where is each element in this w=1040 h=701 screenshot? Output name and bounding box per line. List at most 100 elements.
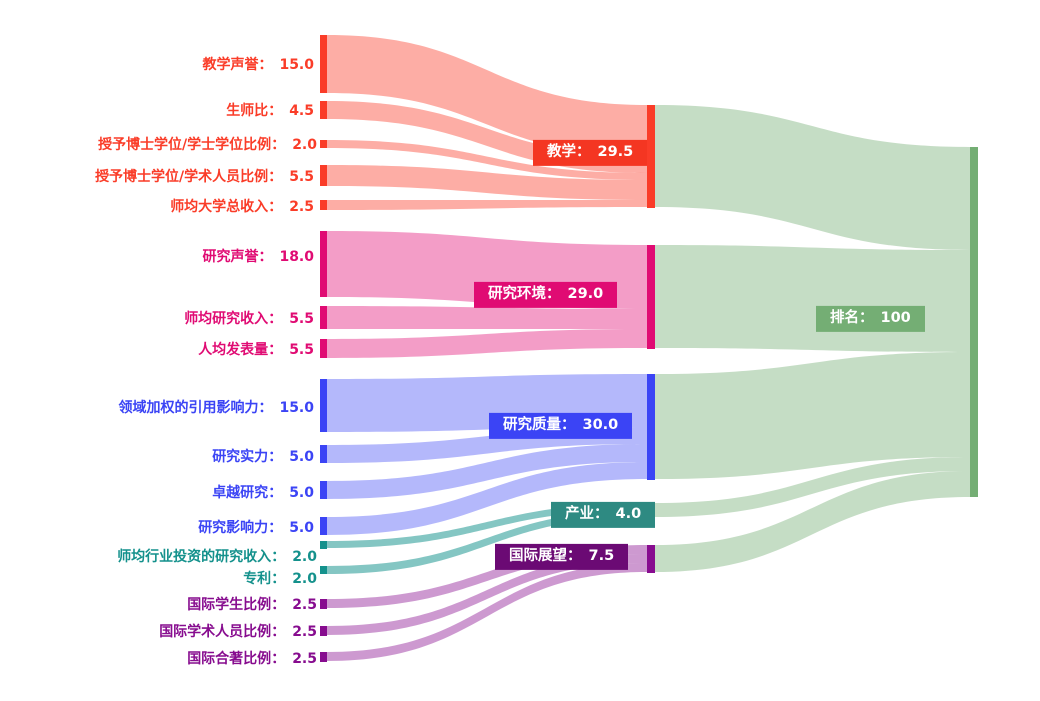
node-bar-patents[interactable] xyxy=(320,566,327,574)
label-value: 5.0 xyxy=(289,449,314,465)
node-bar-research-influence[interactable] xyxy=(320,517,327,535)
node-bar-teaching[interactable] xyxy=(647,105,655,208)
node-bar-research-reputation[interactable] xyxy=(320,231,327,297)
link-international-to-ranking xyxy=(655,471,970,572)
label-text: 国际学生比例 xyxy=(187,597,272,613)
link-industry-to-ranking xyxy=(655,457,970,517)
node-bar-student-staff-ratio[interactable] xyxy=(320,101,327,119)
link-institutional-income xyxy=(327,200,647,210)
link-teaching-to-ranking xyxy=(655,105,970,250)
link-research-income xyxy=(327,306,647,329)
label-separator: ： xyxy=(271,137,286,153)
label-text: 卓越研究 xyxy=(212,485,269,501)
label-node-international[interactable]: 国际展望： 7.5 xyxy=(495,543,629,571)
label-separator: ： xyxy=(567,547,582,564)
label-separator: ： xyxy=(268,311,283,327)
link-teaching-reputation xyxy=(327,35,647,156)
link-research-influence xyxy=(327,462,647,535)
label-node-research-env[interactable]: 研究环境：29.0 xyxy=(474,281,618,309)
label-text: 生师比 xyxy=(226,103,269,119)
node-bar-research-income[interactable] xyxy=(320,306,327,329)
label-value: 4.0 xyxy=(615,505,642,522)
link-industry-income xyxy=(327,503,647,548)
label-text: 研究影响力 xyxy=(198,520,269,536)
label-publications-per-staff: 人均发表量：5.5 xyxy=(198,339,314,359)
label-value: 2.5 xyxy=(289,199,314,215)
link-research-env-to-ranking xyxy=(655,245,970,352)
label-text: 研究实力 xyxy=(212,449,269,465)
label-research-reputation: 研究声誉： 18.0 xyxy=(202,246,314,266)
label-value: 15.0 xyxy=(279,400,314,416)
label-separator: ： xyxy=(546,285,561,302)
label-text: 国际学术人员比例 xyxy=(159,624,272,640)
label-text: 授予博士学位/学术人员比例 xyxy=(95,169,269,185)
label-teaching-reputation: 教学声誉： 15.0 xyxy=(202,54,314,74)
label-value: 5.5 xyxy=(289,342,314,358)
nodes-level-2 xyxy=(970,147,978,497)
label-text: 研究声誉 xyxy=(202,249,259,265)
node-bar-citation-impact[interactable] xyxy=(320,379,327,432)
label-text: 教学声誉 xyxy=(202,57,259,73)
node-bar-international-students[interactable] xyxy=(320,599,327,609)
label-value: 29.5 xyxy=(597,143,634,160)
label-text: 师均研究收入 xyxy=(184,311,269,327)
label-separator: ： xyxy=(271,549,286,565)
node-bar-research-env[interactable] xyxy=(647,245,655,349)
label-text: 国际展望 xyxy=(509,547,567,564)
label-text: 教学 xyxy=(547,143,576,160)
label-node-ranking[interactable]: 排名：100 xyxy=(816,305,925,333)
label-node-research-quality[interactable]: 研究质量：30.0 xyxy=(489,412,633,440)
node-bar-doctorate-staff[interactable] xyxy=(320,165,327,186)
label-international-students: 国际学生比例： 2.5 xyxy=(187,594,317,614)
label-text: 师均大学总收入 xyxy=(170,199,269,215)
node-bar-institutional-income[interactable] xyxy=(320,200,327,210)
label-student-staff-ratio: 生师比：4.5 xyxy=(226,100,314,120)
node-bar-research-strength[interactable] xyxy=(320,445,327,463)
label-separator: ： xyxy=(594,505,609,522)
node-bar-research-excellence[interactable] xyxy=(320,481,327,499)
label-industry-income: 师均行业投资的研究收入：2.0 xyxy=(117,546,317,566)
label-text: 国际合著比例 xyxy=(187,651,272,667)
link-international-coauthorship xyxy=(327,563,647,661)
label-value: 7.5 xyxy=(588,547,615,564)
label-international-staff: 国际学术人员比例：2.5 xyxy=(159,621,317,641)
label-separator: ： xyxy=(268,485,283,501)
label-institutional-income: 师均大学总收入：2.5 xyxy=(170,196,314,216)
node-bar-ranking[interactable] xyxy=(970,147,978,497)
label-text: 研究环境 xyxy=(488,285,546,302)
label-value: 18.0 xyxy=(279,249,314,265)
label-value: 15.0 xyxy=(279,57,314,73)
label-separator: ： xyxy=(258,249,273,265)
label-text: 专利 xyxy=(243,571,272,587)
label-value: 5.0 xyxy=(289,485,314,501)
label-separator: ： xyxy=(268,449,283,465)
link-international-students xyxy=(327,545,647,608)
label-separator: ： xyxy=(271,651,286,667)
node-bar-international[interactable] xyxy=(647,545,655,573)
label-separator: ： xyxy=(271,597,286,613)
node-bar-international-staff[interactable] xyxy=(320,626,327,636)
node-bar-doctorate-bachelor[interactable] xyxy=(320,140,327,148)
link-doctorate-staff-ratio xyxy=(327,165,647,200)
nodes-level-0 xyxy=(320,35,327,662)
label-doctorate-bachelor-ratio: 授予博士学位/学士学位比例：2.0 xyxy=(98,134,317,154)
label-separator: ： xyxy=(271,571,286,587)
node-bar-industry-income[interactable] xyxy=(320,541,327,549)
label-text: 排名 xyxy=(830,309,859,326)
label-separator: ： xyxy=(258,57,273,73)
node-bar-teaching-reputation[interactable] xyxy=(320,35,327,93)
label-text: 授予博士学位/学士学位比例 xyxy=(98,137,272,153)
label-citation-impact: 领域加权的引用影响力：15.0 xyxy=(118,397,314,417)
label-value: 4.5 xyxy=(289,103,314,119)
label-node-industry[interactable]: 产业：4.0 xyxy=(551,501,656,529)
node-bar-research-quality[interactable] xyxy=(647,374,655,480)
node-bar-publications-per-staff[interactable] xyxy=(320,339,327,358)
label-node-teaching[interactable]: 教学：29.5 xyxy=(533,139,648,167)
link-research-excellence xyxy=(327,444,647,499)
label-separator: ： xyxy=(268,520,283,536)
node-bar-international-coauthor[interactable] xyxy=(320,652,327,662)
label-value: 2.0 xyxy=(292,571,317,587)
label-value: 2.5 xyxy=(292,597,317,613)
